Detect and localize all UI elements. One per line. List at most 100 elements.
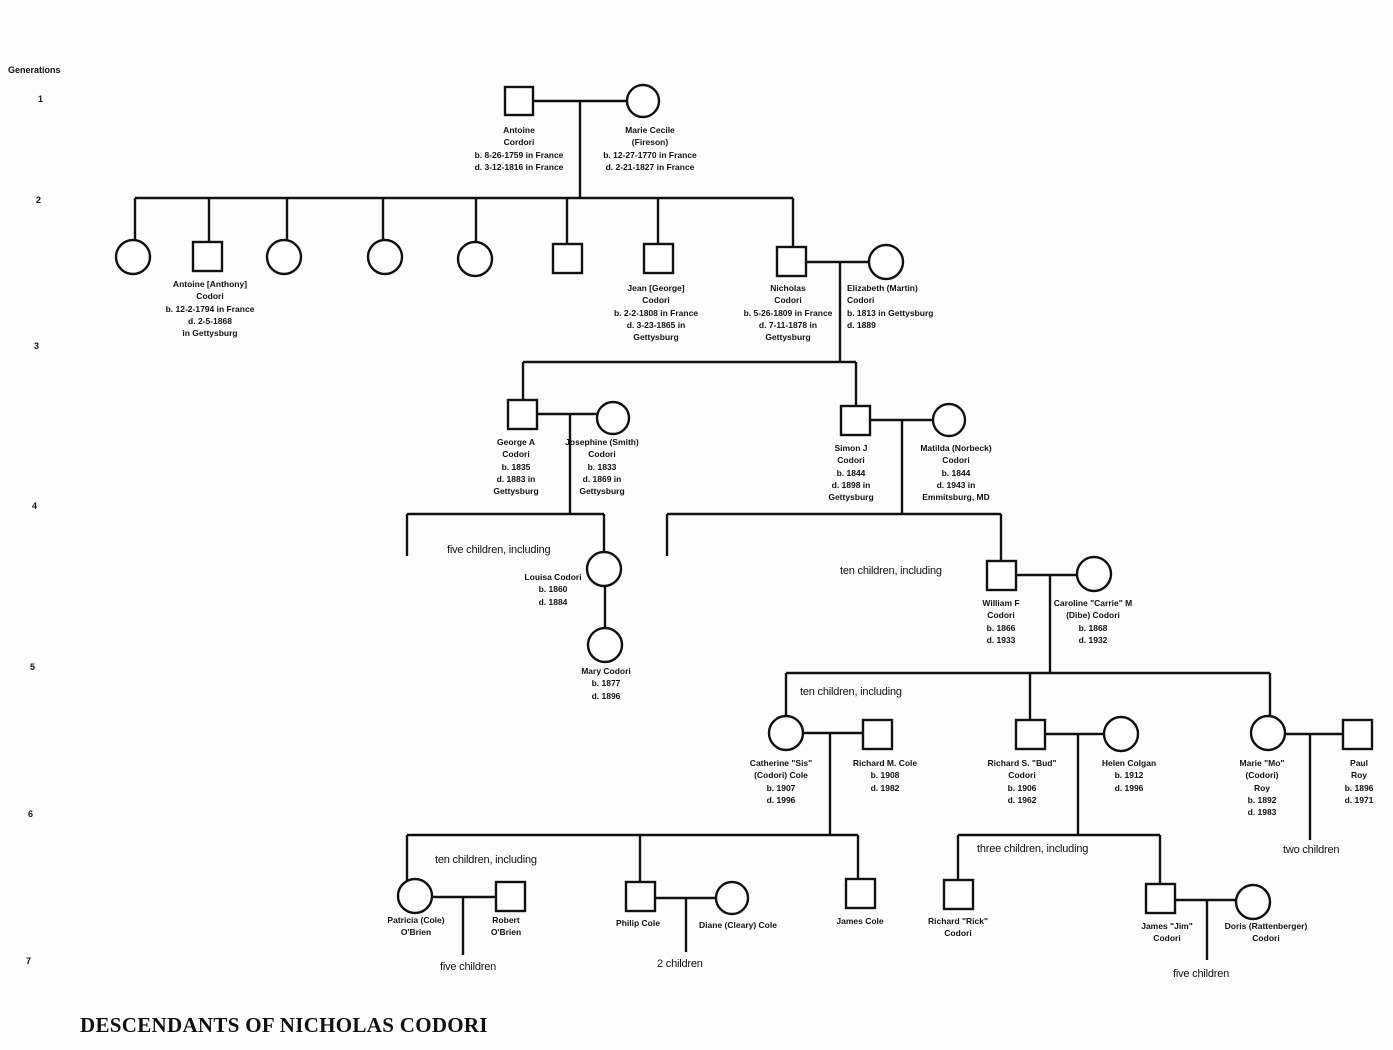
person-detail: b. 1906 bbox=[1007, 782, 1037, 793]
person-name: Paul bbox=[1350, 758, 1368, 768]
person-name: Antoine [Anthony] bbox=[172, 279, 248, 289]
person-detail: d. 3-12-1816 in France bbox=[474, 161, 564, 172]
person-detail: O'Brien bbox=[490, 927, 522, 938]
person-detail: d. 1869 in bbox=[582, 473, 622, 484]
person-philip: Philip Cole bbox=[616, 917, 660, 929]
person-detail: d. 1896 bbox=[591, 690, 621, 701]
person-detail: b. 5-26-1809 in France bbox=[743, 307, 833, 318]
generation-number: 1 bbox=[38, 94, 44, 104]
person-detail: d. 1971 bbox=[1344, 794, 1374, 805]
children-note: ten children, including bbox=[800, 686, 902, 698]
person-james-jim: James "Jim" Codori bbox=[1141, 920, 1193, 945]
generation-number: 4 bbox=[32, 501, 38, 511]
person-name: Elizabeth (Martin) bbox=[847, 283, 918, 293]
children-note: 2 children bbox=[657, 958, 703, 970]
person-name: William F bbox=[982, 598, 1020, 608]
person-detail: Codori bbox=[987, 610, 1015, 621]
children-note: two children bbox=[1283, 844, 1340, 856]
children-note: ten children, including bbox=[840, 565, 942, 577]
generation-number: 2 bbox=[36, 195, 42, 205]
person-name: Diane (Cleary) Cole bbox=[699, 920, 777, 930]
person-detail: (Codori) bbox=[1245, 770, 1279, 781]
person-detail: Gettysburg bbox=[765, 332, 811, 343]
person-detail: Codori bbox=[1153, 933, 1181, 944]
person-detail: Codori bbox=[847, 295, 875, 306]
person-detail: O'Brien bbox=[400, 927, 432, 938]
female-symbol bbox=[625, 83, 661, 119]
generation-number: 3 bbox=[34, 341, 40, 351]
person-detail: Gettysburg bbox=[493, 486, 539, 497]
person-detail: Gettysburg bbox=[579, 486, 625, 497]
person-name: Josephine (Smith) bbox=[565, 437, 639, 447]
person-detail: b. 1896 bbox=[1344, 782, 1374, 793]
person-detail: b. 1860 bbox=[538, 584, 568, 595]
person-detail: Roy bbox=[1253, 782, 1271, 793]
person-detail: d. 1889 bbox=[847, 319, 876, 330]
person-detail: Codori bbox=[642, 295, 670, 306]
children-note: five children bbox=[1173, 968, 1230, 980]
person-name: Patricia (Cole) bbox=[387, 915, 445, 925]
person-name: Doris (Rattenberger) bbox=[1224, 921, 1308, 931]
generations-heading: Generations bbox=[8, 65, 61, 75]
person-name: Mary Codori bbox=[581, 666, 631, 676]
person-name: Nicholas bbox=[770, 283, 806, 293]
person-detail: d. 1996 bbox=[1114, 782, 1144, 793]
person-detail: d. 1898 in bbox=[831, 479, 871, 490]
person-detail: d. 1932 bbox=[1078, 634, 1108, 645]
person-detail: Codori bbox=[774, 295, 802, 306]
person-name: Richard S. "Bud" bbox=[987, 758, 1057, 768]
person-detail: Codori bbox=[837, 455, 865, 466]
person-detail: Codori bbox=[1252, 933, 1280, 944]
person-detail: b. 1912 bbox=[1114, 770, 1144, 781]
person-detail: Cordori bbox=[503, 137, 535, 148]
person-detail: d. 1884 bbox=[538, 596, 568, 607]
person-detail: b. 1892 bbox=[1247, 794, 1277, 805]
person-detail: b. 12-2-1794 in France bbox=[165, 303, 255, 314]
person-detail: d. 1983 bbox=[1247, 807, 1277, 818]
person-name: James Cole bbox=[836, 916, 884, 926]
person-detail: Emmitsburg, MD bbox=[922, 492, 990, 503]
person-name: James "Jim" bbox=[1141, 921, 1193, 931]
children-note: five children, including bbox=[447, 544, 551, 556]
person-name: Robert bbox=[492, 915, 520, 925]
person-detail: b. 1877 bbox=[591, 678, 621, 689]
generation-number: 7 bbox=[26, 956, 32, 966]
person-detail: Gettysburg bbox=[828, 492, 874, 503]
person-detail: d. 1962 bbox=[1007, 794, 1037, 805]
person-detail: d. 3-23-1865 in bbox=[626, 319, 686, 330]
person-detail: Codori bbox=[196, 291, 224, 302]
person-detail: d. 1943 in bbox=[936, 479, 976, 490]
person-detail: d. 7-11-1878 in bbox=[758, 319, 818, 330]
person-diane: Diane (Cleary) Cole bbox=[699, 919, 777, 931]
male-symbol bbox=[503, 85, 535, 117]
person-detail: Codori bbox=[502, 449, 530, 460]
generation-number: 5 bbox=[30, 662, 36, 672]
person-patricia: Patricia (Cole) O'Brien bbox=[387, 914, 444, 939]
person-detail: d. 2-5-1868 bbox=[188, 315, 232, 326]
generation-number: 6 bbox=[28, 809, 34, 819]
children-note: ten children, including bbox=[435, 854, 537, 866]
person-name: Philip Cole bbox=[616, 918, 660, 928]
person-marie-cecile: Marie Cecile(Fireson)b. 12-27-1770 in Fr… bbox=[603, 124, 697, 173]
person-name: Jean [George] bbox=[627, 283, 685, 293]
person-name: Louisa Codori bbox=[524, 572, 582, 582]
person-name: Simon J bbox=[834, 443, 868, 453]
person-detail: (Codori) Cole bbox=[754, 770, 808, 781]
